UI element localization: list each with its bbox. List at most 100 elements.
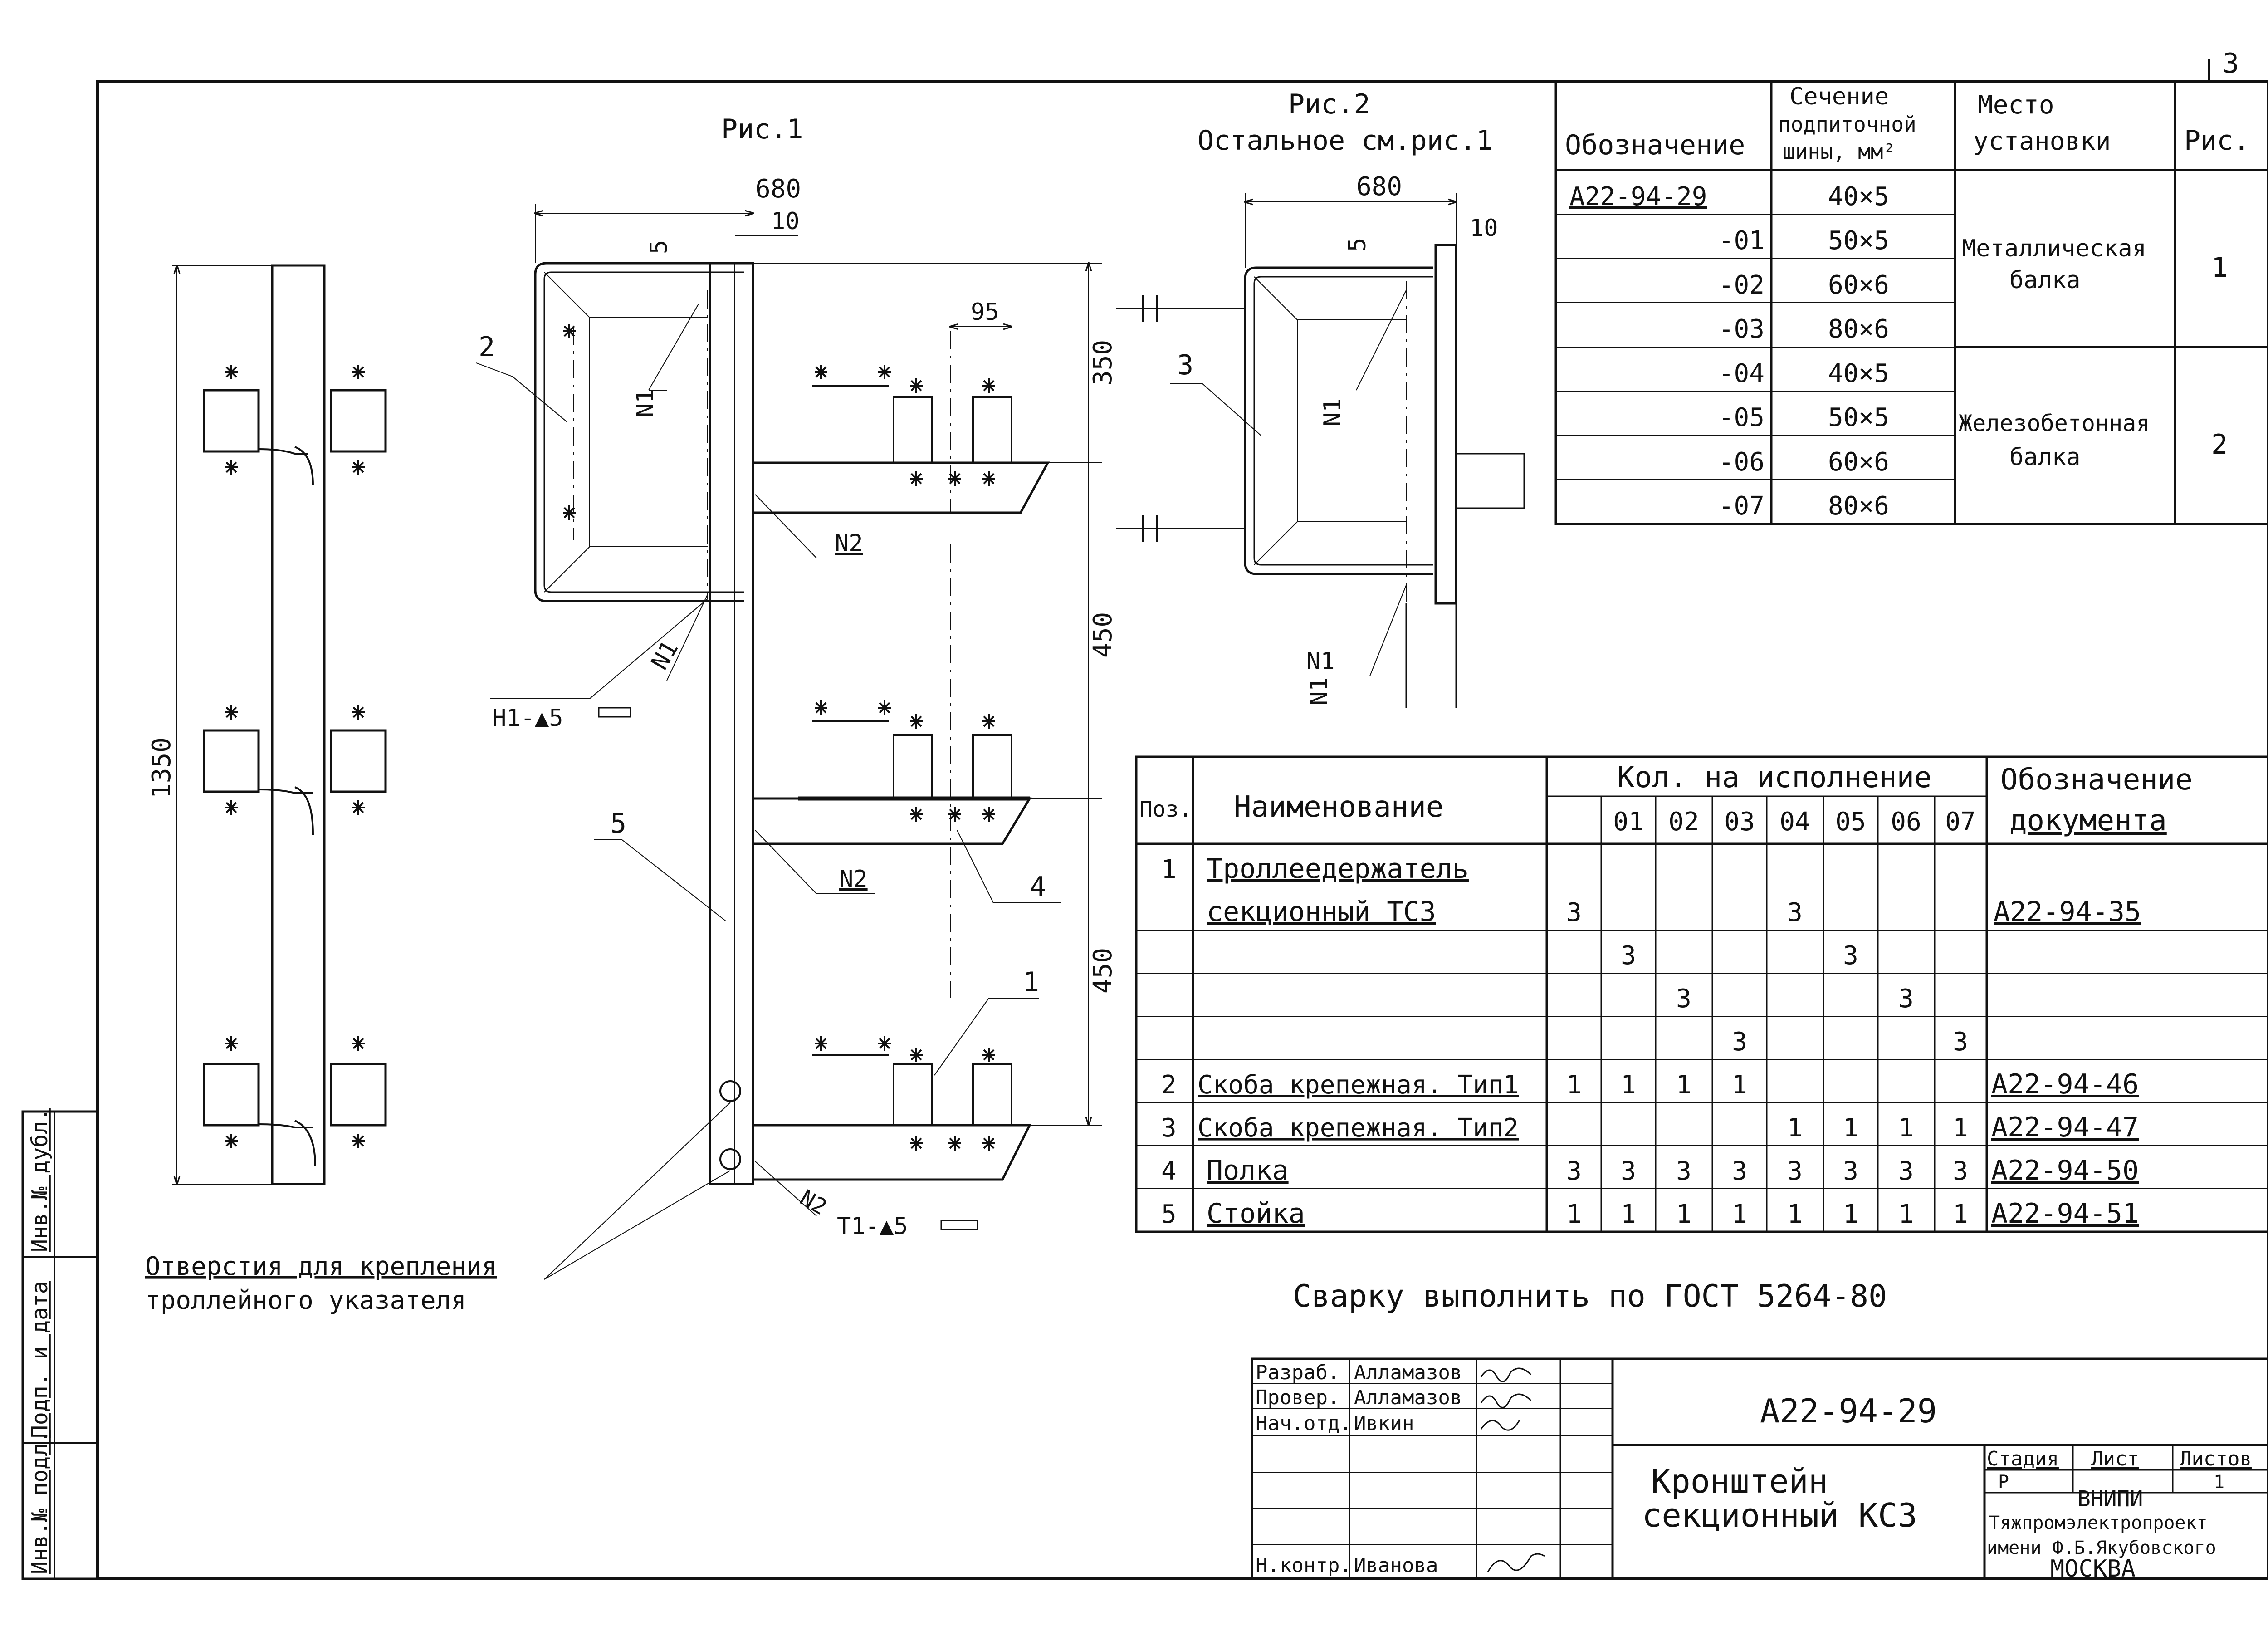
- variants-rows: А22-94-29 40×5 -01 50×5 -02 60×6 -03 80×…: [1569, 182, 1889, 521]
- stage-value: Р: [1998, 1472, 2009, 1493]
- variant-designation: А22-94-29: [1569, 182, 1707, 211]
- fig1-weld-n1-bottom: N1: [646, 636, 684, 674]
- spec-qty: 1: [1676, 1200, 1691, 1229]
- weld-tick-icon: [982, 807, 995, 822]
- weld-tick-icon: [910, 1136, 923, 1151]
- variant-section: 40×5: [1828, 359, 1889, 388]
- fig1-dim-10: 10: [771, 208, 800, 235]
- weld-tick-icon: [815, 700, 827, 715]
- signatures: [1480, 1367, 1545, 1572]
- org-line-2: Тяжпромэлектропроект: [1989, 1513, 2208, 1533]
- title-person: Алламазов: [1354, 1361, 1462, 1384]
- spec-col-header: 02: [1668, 807, 1699, 837]
- spec-qty: 1: [1953, 1113, 1968, 1143]
- spec-qty: 3: [1953, 1156, 1968, 1186]
- title-role: Н.контр.: [1256, 1554, 1352, 1577]
- figure-1: Рис.1: [145, 113, 1118, 1315]
- fig2-weld-n1-top: N1: [1319, 398, 1346, 426]
- spec-pos: 3: [1161, 1113, 1177, 1143]
- sheets-header: Листов: [2180, 1447, 2252, 1470]
- shelf-top: [753, 331, 1050, 514]
- variant-group-place-2a: Железобетонная: [1959, 410, 2150, 436]
- holder-pair-bottom: [203, 1063, 387, 1166]
- weld-tick-icon: [982, 714, 995, 729]
- spec-name: секционный ТС3: [1207, 896, 1436, 928]
- spec-qty: 3: [1953, 1027, 1968, 1057]
- fig2-dim-680: 680: [1356, 172, 1402, 201]
- shelf-middle: [753, 544, 1032, 998]
- spec-qty: 3: [1676, 984, 1691, 1014]
- weld-tick-icon: [352, 800, 365, 815]
- weld-tick-icon: [352, 1134, 365, 1148]
- variants-table: Обозначение Сечение подпиточной шины, мм…: [1554, 80, 2268, 525]
- front-elevation-view: 1350: [147, 264, 387, 1185]
- fig1-dim-95: 95: [971, 299, 999, 326]
- spec-qty-columns: 01 02 03 04 05 06 07: [1613, 807, 1975, 837]
- drawing-title-1: Кронштейн: [1651, 1462, 1828, 1500]
- variant-group-place-1a: Металлическая: [1962, 235, 2146, 262]
- callout-5: 5: [610, 808, 626, 839]
- spec-doc: А22-94-50: [1991, 1155, 2139, 1186]
- variant-section: 80×6: [1828, 314, 1889, 344]
- spec-col-header: 05: [1835, 807, 1866, 837]
- variants-header-place-2: установки: [1973, 127, 2111, 156]
- spec-row-1e: 3 3: [1732, 1027, 1968, 1057]
- weld-tick-icon: [225, 460, 238, 475]
- spec-row-5: 5 Стойка 1 1 1 1 1 1 1 1 А22-94-51: [1161, 1198, 2139, 1229]
- weld-tick-icon: [948, 807, 961, 822]
- document-code: А22-94-29: [1760, 1392, 1937, 1430]
- weld-tick-icon: [563, 505, 576, 520]
- spec-qty: 3: [1621, 941, 1636, 970]
- holder-pair-top: [203, 389, 387, 486]
- fig2-dim-10: 10: [1470, 215, 1498, 242]
- svg-text:3: 3: [2223, 48, 2239, 79]
- title-person: Алламазов: [1354, 1386, 1462, 1409]
- variant-designation: -03: [1719, 314, 1765, 344]
- title-block: Разраб. Алламазов Провер. Алламазов Нач.…: [1251, 1357, 2268, 1582]
- variants-header-section-1: Сечение: [1789, 83, 1889, 110]
- side-stamp-sign-date: Подп. и дата: [27, 1281, 53, 1438]
- spec-col-header: 03: [1724, 807, 1755, 837]
- spec-row-4: 4 Полка 3 3 3 3 3 3 3 3 А22-94-50: [1161, 1155, 2139, 1186]
- weld-tick-icon: [910, 471, 923, 486]
- spec-header-pos: Поз.: [1139, 797, 1192, 822]
- spec-name: Стойка: [1207, 1198, 1305, 1229]
- spec-qty: 1: [1732, 1200, 1747, 1229]
- spec-qty: 3: [1732, 1027, 1747, 1057]
- fig1-dim-350: 350: [1088, 340, 1118, 386]
- callout-2: 2: [479, 331, 495, 363]
- spec-row-1: 1 Троллеедержатель: [1161, 853, 1469, 885]
- drawing-title-2: секционный КС3: [1642, 1496, 1917, 1534]
- spec-doc: А22-94-51: [1991, 1198, 2139, 1229]
- org-line-4: МОСКВА: [2050, 1555, 2136, 1582]
- side-stamp-inv-dup: Инв.№ дубл.: [27, 1108, 53, 1252]
- spec-doc: А22-94-47: [1991, 1112, 2139, 1143]
- holes-note-line-1: Отверстия для крепления: [145, 1252, 497, 1281]
- spec-qty: 3: [1898, 1156, 1914, 1186]
- weld-tick-icon: [563, 324, 576, 338]
- spec-table: Поз. Наименование Кол. на исполнение Обо…: [1135, 755, 2268, 1233]
- variant-designation: -06: [1719, 447, 1765, 477]
- org-line-1: ВНИПИ: [2077, 1486, 2143, 1512]
- weld-tick-icon: [910, 378, 923, 393]
- weld-tick-icon: [352, 705, 365, 720]
- weld-tick-icon: [878, 700, 891, 715]
- variant-designation: -02: [1719, 270, 1765, 300]
- title-role: Нач.отд.: [1256, 1412, 1352, 1435]
- weld-tick-icon: [815, 1036, 827, 1051]
- spec-name: Скоба крепежная. Тип1: [1198, 1070, 1519, 1100]
- org-line-3: имени Ф.Б.Якубовского: [1987, 1538, 2216, 1558]
- weld-tick-icon: [982, 471, 995, 486]
- variant-section: 50×5: [1828, 403, 1889, 432]
- variants-header-fig: Рис.: [2184, 125, 2250, 157]
- figure-2-caption-2: Остальное см.рис.1: [1198, 125, 1492, 157]
- weld-tick-icon: [352, 365, 365, 379]
- variant-designation: -07: [1719, 491, 1765, 521]
- weld-tick-icon: [352, 460, 365, 475]
- spec-qty: 3: [1787, 1156, 1803, 1186]
- dimension-1350: 1350: [147, 737, 176, 798]
- spec-qty: 1: [1953, 1200, 1968, 1229]
- spec-pos: 4: [1161, 1156, 1177, 1186]
- spec-name: Полка: [1207, 1155, 1289, 1186]
- variant-section: 40×5: [1828, 182, 1889, 211]
